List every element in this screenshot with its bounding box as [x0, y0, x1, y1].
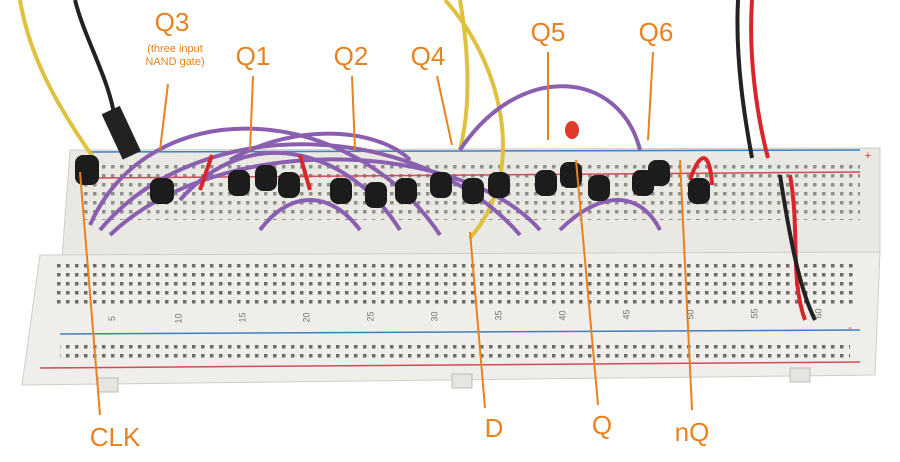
- black-jumper: [778, 174, 817, 321]
- label-clk: CLK: [89, 422, 141, 452]
- red-power-wire: [749, 0, 770, 159]
- blue-rail-line: [59, 329, 861, 335]
- label-q3: Q3: [154, 7, 190, 37]
- yellow-d-wire: [443, 0, 505, 240]
- column-number: 5: [107, 315, 118, 322]
- column-number: 10: [173, 312, 184, 324]
- label-q3-note-1: (three input: [147, 43, 203, 55]
- black-power-wire: [735, 0, 754, 159]
- label-q4: Q4: [410, 41, 446, 71]
- board-foot: [451, 373, 473, 389]
- column-number: 60: [813, 307, 824, 319]
- label-q: Q: [591, 410, 613, 440]
- column-number: 30: [429, 310, 440, 322]
- dupont-connector: [101, 105, 141, 160]
- column-number: 15: [237, 312, 248, 323]
- label-q2: Q2: [333, 41, 369, 71]
- rail-plus-mark: +: [864, 150, 872, 162]
- column-number: 55: [749, 308, 760, 319]
- red-jumpers: [198, 154, 714, 191]
- rail-minus-mark: -: [848, 322, 852, 334]
- power-rail-holes: [60, 340, 850, 358]
- board-foot: [789, 367, 811, 383]
- label-q6: Q6: [638, 17, 674, 47]
- column-number: 35: [493, 310, 504, 321]
- board-foot: [97, 377, 119, 393]
- column-number: 40: [557, 309, 568, 321]
- red-led: [565, 121, 579, 139]
- black-wire: [73, 0, 117, 121]
- column-number: 25: [365, 311, 376, 322]
- label-nq: nQ: [674, 417, 710, 447]
- red-rail-line: [39, 361, 861, 369]
- label-q3-note-2: NAND gate): [145, 56, 205, 68]
- label-q5: Q5: [530, 17, 566, 47]
- yellow-clk-wire: [18, 0, 97, 162]
- label-d: D: [484, 413, 504, 443]
- transistors: [75, 155, 710, 208]
- blue-rail-line-top: [89, 149, 861, 153]
- column-number: 50: [685, 308, 696, 320]
- column-number: 45: [621, 309, 632, 320]
- label-q1: Q1: [235, 41, 271, 71]
- column-number: 20: [301, 311, 312, 323]
- terminal-strip-holes: [55, 262, 855, 304]
- annotation-leader-lines: [79, 51, 693, 416]
